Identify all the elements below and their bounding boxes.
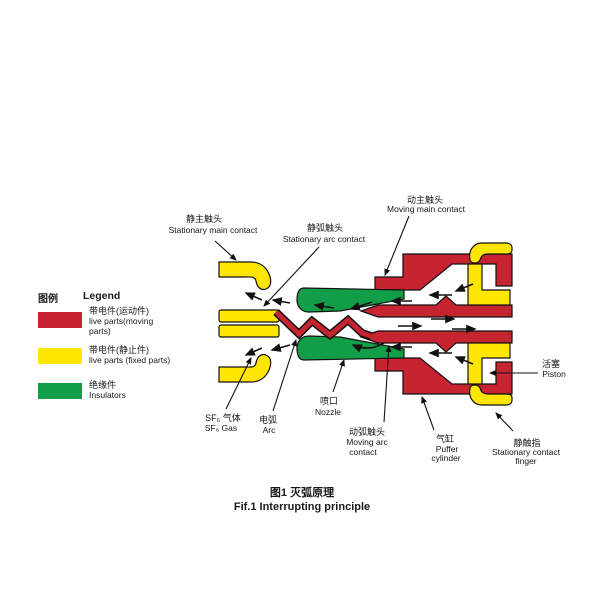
legend-swatch-live-fixed [38,348,82,364]
leader-puffer-cylinder [421,395,435,431]
legend-swatch-insulators [38,383,82,399]
flow-arrow-curved [351,342,385,353]
legend-title-en: Legend [83,290,121,302]
caption-en: Fif.1 Interrupting principle [233,501,371,513]
moving-main-contact-top-shell [374,253,513,291]
legend-item-live-fixed-en: live parts (fixed parts) [89,355,171,365]
legend-item-live-moving-en: live parts(moving [89,316,154,326]
label-puffer-cylinder-en: Puffer [436,444,459,454]
legend-item-live-moving-en2: parts) [89,326,111,336]
label-arc-zh: 电弧 [259,414,277,425]
leader-sf6-gas [225,357,252,410]
flow-arrow [244,292,263,301]
gas-flow-arrows [244,283,477,365]
label-stationary-contact-finger-en2: finger [515,456,536,466]
flow-arrow [270,343,291,352]
arc-zigzag [273,309,373,341]
label-stationary-arc-contact-en: Stationary arc contact [283,234,366,244]
stationary-contact-finger-top-hook [469,242,513,264]
label-piston-zh: 活塞 [542,358,560,369]
nozzle-bottom-insulator [296,335,405,361]
legend-item-live-fixed-zh: 带电件(静止件) [89,345,149,355]
piston-top [467,263,511,306]
label-moving-arc-contact-zh: 动弧触头 [349,426,385,437]
legend-item-insulators: 绝缘件 Insulators [89,380,126,400]
label-puffer-cylinder-zh: 气缸 [436,433,454,444]
leader-moving-arc-contact [383,344,392,423]
label-stationary-contact-finger-zh: 静触指 [513,437,540,448]
flow-arrow [244,347,263,356]
stationary-main-contact-finger-bottom [218,353,272,383]
label-stationary-contact-finger-en: Stationary contact [492,447,561,457]
flow-arrow [454,283,474,292]
leader-nozzle [332,358,345,393]
stationary-contact-finger-bottom-hook [469,384,513,406]
part-labels: 静主触头 Stationary main contact 静弧触头 Statio… [169,194,566,466]
label-nozzle-zh: 喷口 [320,396,338,406]
legend-item-insulators-en: Insulators [89,390,126,400]
stationary-arc-contact-bar-lower [218,324,280,338]
label-moving-main-contact-zh: 动主触头 [407,194,443,205]
label-nozzle-en: Nozzle [315,407,341,417]
puffer-cylinder-bottom-shell [374,357,513,395]
label-stationary-main-contact-en: Stationary main contact [169,225,258,235]
leader-stationary-contact-finger [495,412,514,432]
label-arc-en: Arc [263,425,277,435]
flow-arrow [271,297,291,306]
leader-stationary-main-contact [214,240,237,261]
label-stationary-arc-contact-zh: 静弧触头 [307,222,343,233]
leader-moving-main-contact [384,215,410,277]
flow-arrow [454,356,474,365]
leader-lines [214,215,538,432]
label-moving-arc-contact-en: Moving arc [346,437,388,447]
legend-title-zh: 图例 [38,294,58,305]
legend-item-live-moving-zh: 带电件(运动件) [89,306,149,316]
legend-item-live-moving: 带电件(运动件) live parts(moving parts) [89,306,153,336]
figure-caption: 图1 灭弧原理 Fif.1 Interrupting principle [0,486,600,514]
label-stationary-main-contact-zh: 静主触头 [186,213,222,224]
legend-swatch-live-moving [38,312,82,328]
leader-arc [272,338,298,412]
label-sf6-gas-en: SF₆ Gas [205,423,237,433]
label-moving-main-contact-en: Moving main contact [387,204,466,214]
flow-arrow [349,301,373,311]
piston-bottom [467,342,511,385]
legend-item-insulators-zh: 绝缘件 [89,380,117,390]
legend-item-live-fixed: 带电件(静止件) live parts (fixed parts) [89,345,170,365]
label-moving-arc-contact-en2: contact [349,447,377,457]
stationary-arc-contact-bar-upper [218,309,280,323]
flow-arrow [313,302,335,311]
label-puffer-cylinder-en2: cylinder [431,453,460,463]
label-sf6-gas-zh: SF₆ 气体 [205,412,241,423]
leader-stationary-arc-contact [263,246,320,307]
label-piston-en: Piston [542,369,566,379]
caption-zh: 图1 灭弧原理 [269,487,335,499]
stationary-main-contact-finger-top [218,261,272,291]
